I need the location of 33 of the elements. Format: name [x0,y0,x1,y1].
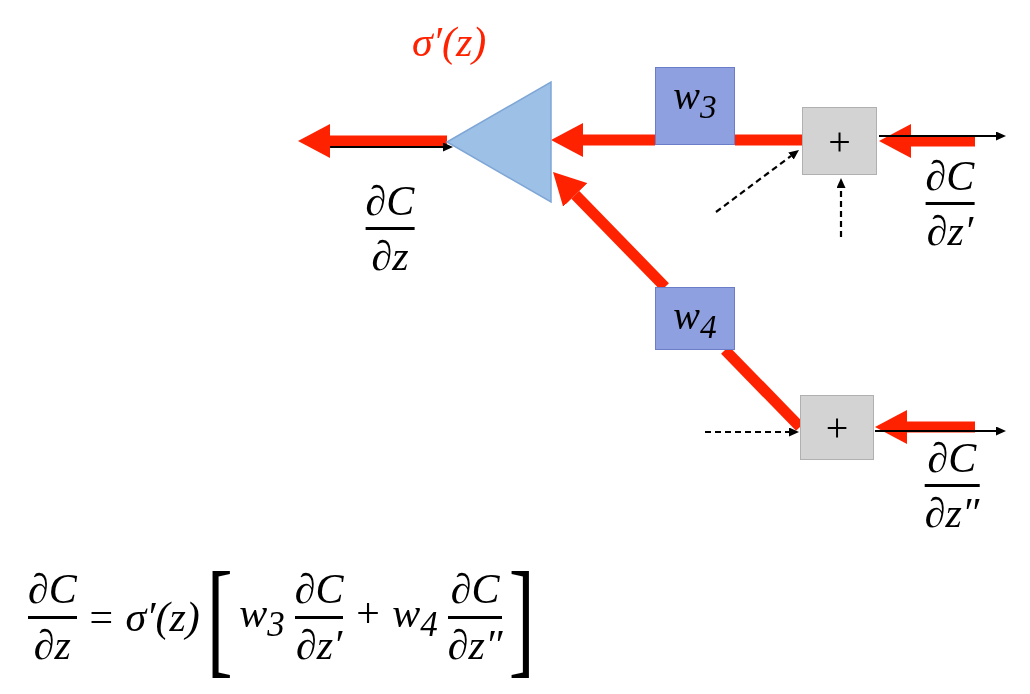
activation-label: σ′(z) [412,18,487,66]
fraction-denominator: ∂z [371,233,409,280]
sum-node: + [802,107,877,175]
fraction-numerator: ∂C [365,178,415,225]
weight-box: w$_{4}$ [655,287,735,350]
bracket: [ [206,552,233,682]
arrow [705,427,799,437]
fraction-numerator: ∂C [450,566,500,613]
arrow [836,178,846,237]
equation-term: w$_{3}$ [239,588,285,646]
arrow [875,410,975,444]
arrow [715,150,799,213]
sum-node: + [800,395,874,460]
equation-text: = σ′(z) [86,593,200,641]
bracket: ] [509,552,536,682]
fraction-numerator: ∂C [294,566,344,613]
neuron-triangle [445,80,553,204]
weight-box: w$_{3}$ [655,67,735,145]
fraction-numerator: ∂C [925,153,975,200]
fraction-denominator: ∂z′ [295,621,343,668]
arrow [879,124,975,158]
fraction-denominator: ∂z [33,621,71,668]
fraction-denominator: ∂z′ [926,208,974,255]
arrow [330,142,453,152]
arrow [879,131,1006,141]
fraction-denominator: ∂z″ [924,490,980,537]
fraction-numerator: ∂C [927,435,977,482]
arrow [298,124,447,158]
arrow [875,426,1006,436]
equation-term: + w$_{4}$ [353,588,438,646]
fraction-numerator: ∂C [28,566,77,613]
arrow [551,123,655,157]
fraction-denominator: ∂z″ [447,621,503,668]
